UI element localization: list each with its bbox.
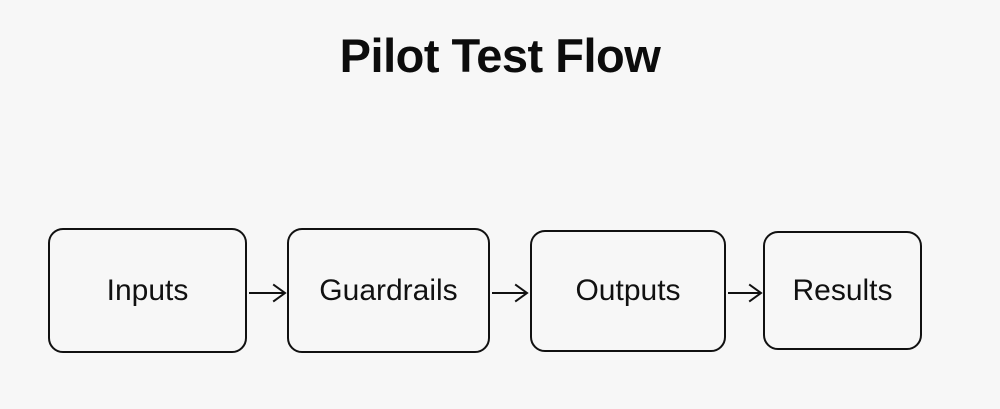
flow-arrow-guardrails-to-outputs xyxy=(492,281,529,305)
flow-node-label: Inputs xyxy=(106,273,189,307)
flow-node-results[interactable]: Results xyxy=(763,231,922,350)
page-title: Pilot Test Flow xyxy=(339,29,661,82)
flow-node-inputs[interactable]: Inputs xyxy=(48,228,247,353)
flow-arrow-outputs-to-results xyxy=(728,281,763,305)
flow-node-guardrails[interactable]: Guardrails xyxy=(287,228,490,353)
flow-arrow-inputs-to-guardrails xyxy=(249,281,287,305)
flow-node-outputs[interactable]: Outputs xyxy=(530,230,726,352)
flow-node-label: Guardrails xyxy=(319,273,458,307)
flow-node-label: Results xyxy=(792,273,893,307)
flow-node-label: Outputs xyxy=(575,274,681,307)
